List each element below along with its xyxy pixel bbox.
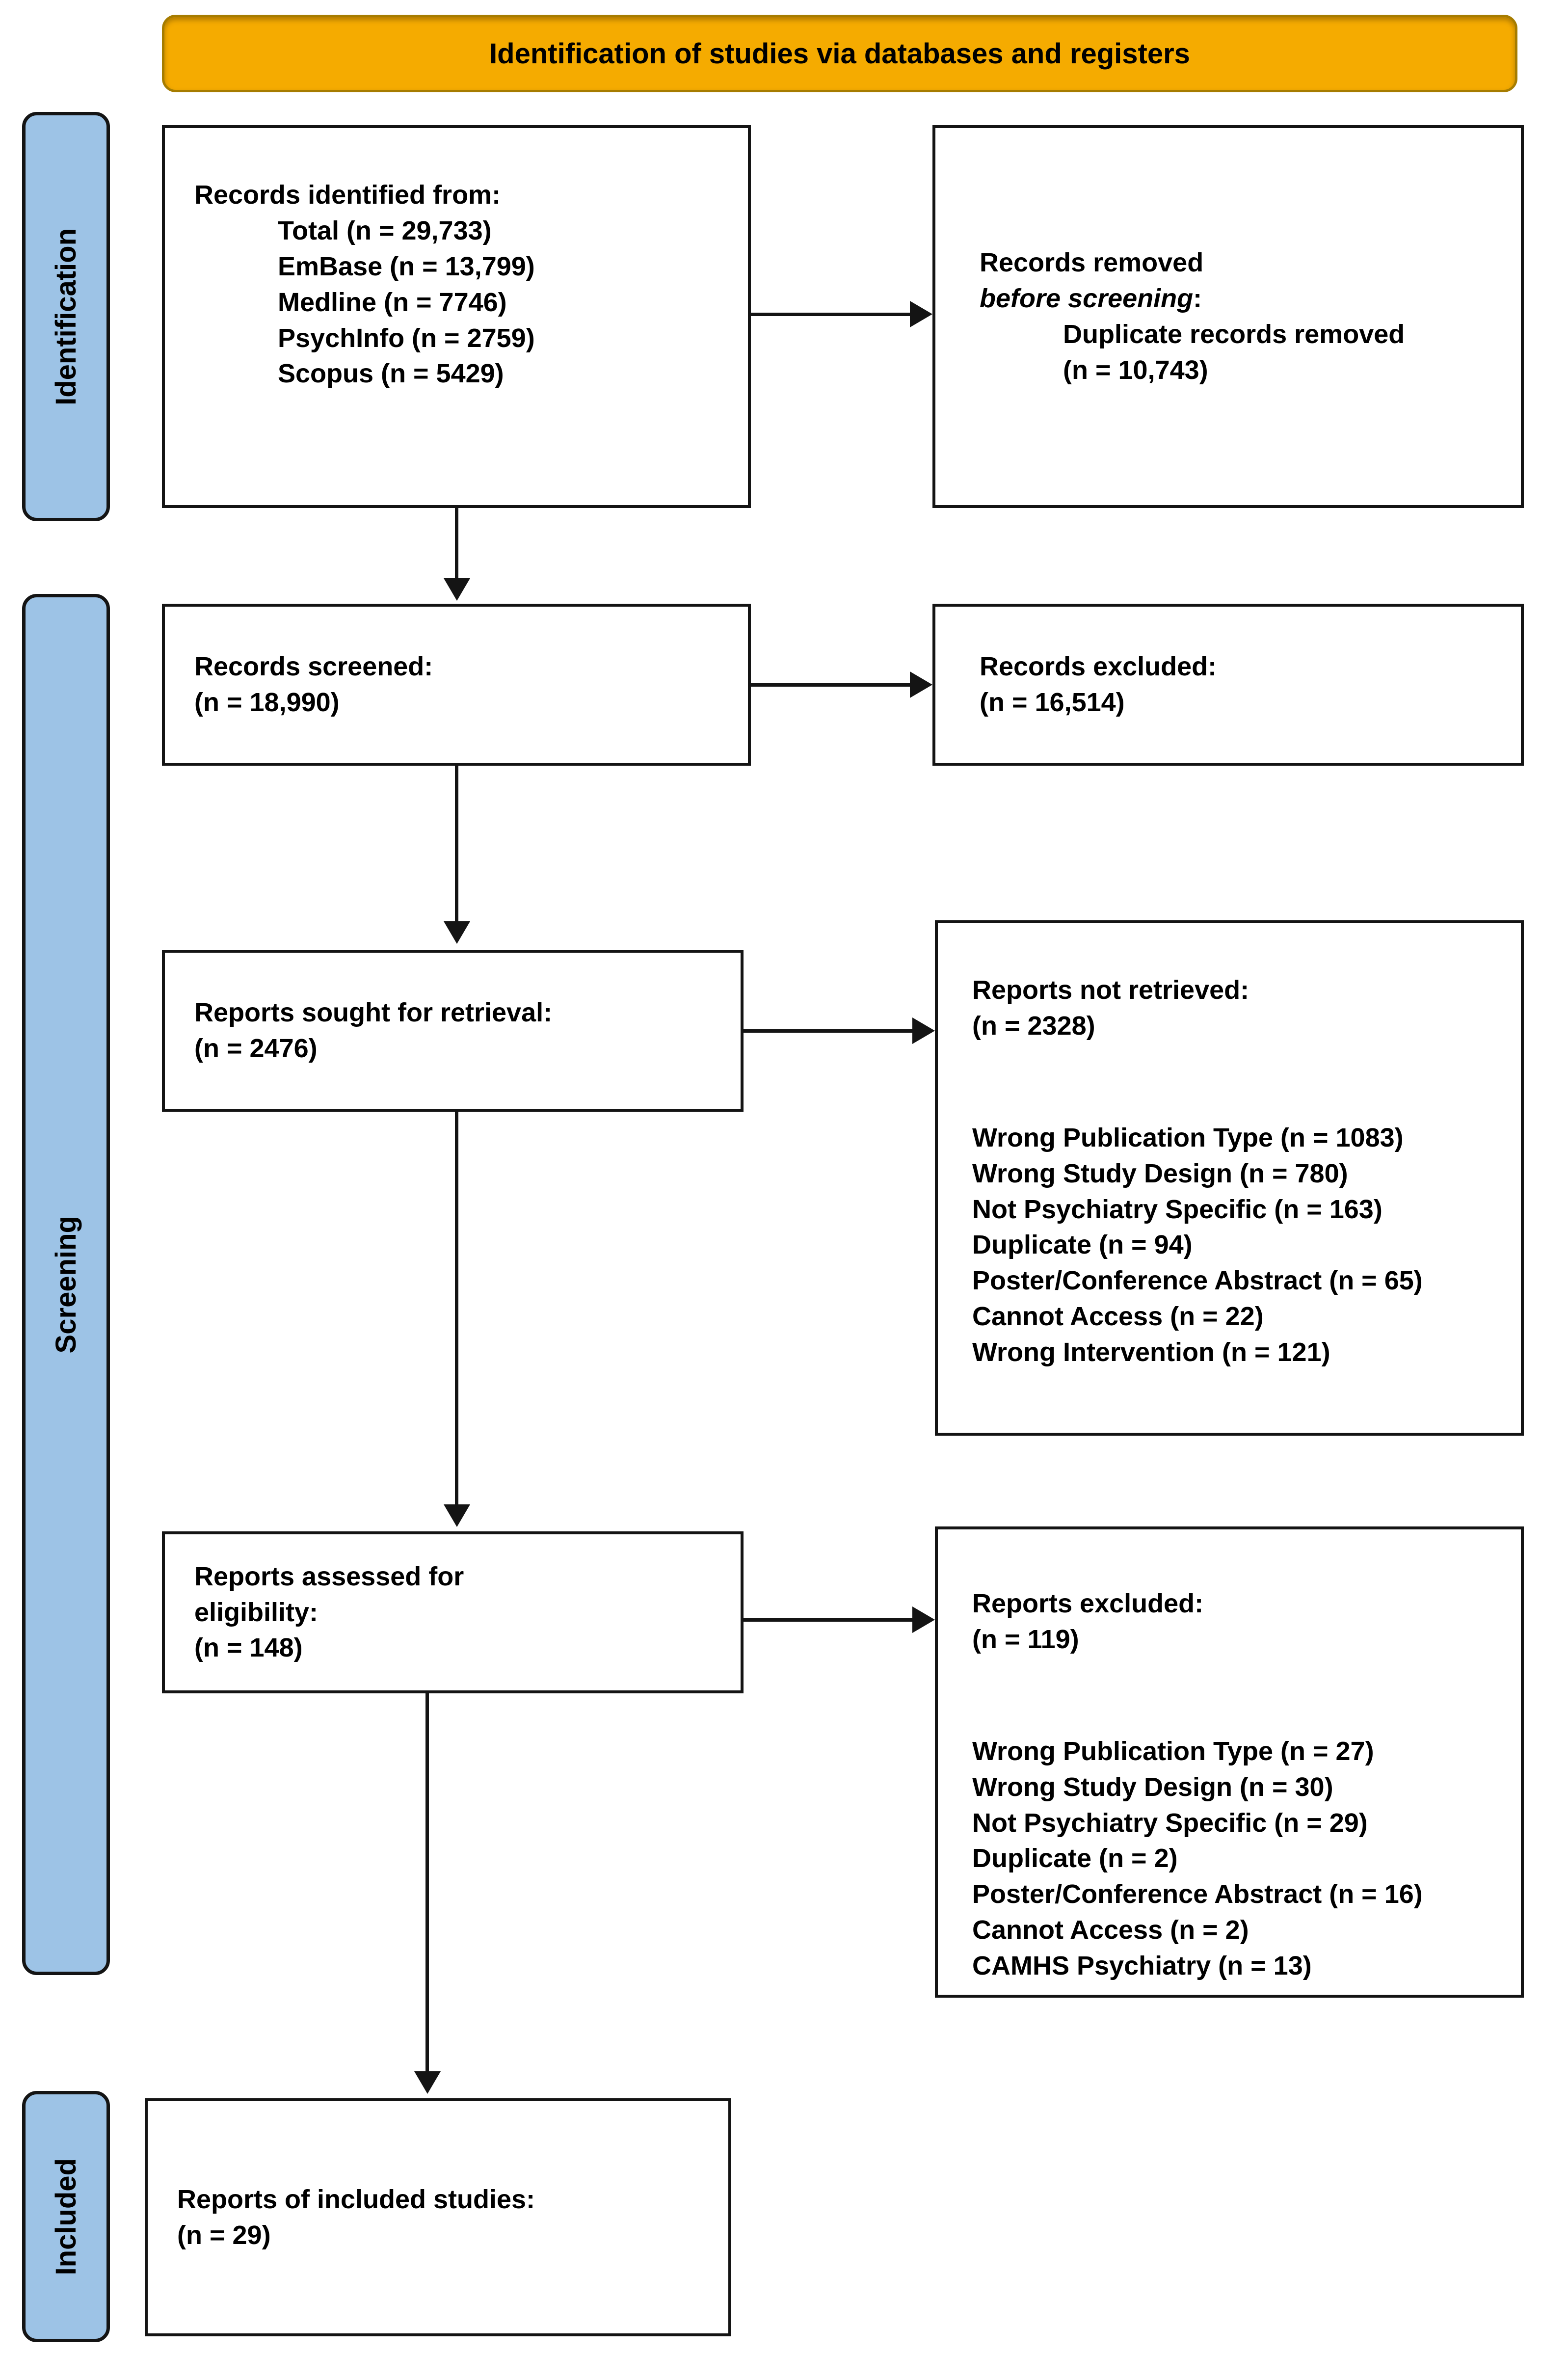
excluded-reason: Not Psychiatry Specific (n = 29) <box>972 1808 1368 1838</box>
excluded-reason: Duplicate (n = 2) <box>972 1844 1178 1873</box>
records-removed-colon: : <box>1193 284 1202 314</box>
excluded-reason: Cannot Access (n = 2) <box>972 1915 1249 1945</box>
arrow-shaft <box>751 683 912 687</box>
records-excluded-line1: Records excluded: <box>980 652 1217 682</box>
records-removed-detail1: Duplicate records removed <box>1063 320 1405 349</box>
sidebar-identification: Identification <box>22 112 110 521</box>
arrow-head-right-icon <box>912 1606 935 1633</box>
arrow-shaft <box>744 1618 914 1622</box>
records-removed-line1: Records removed <box>980 248 1204 278</box>
arrow-head-down-icon <box>444 1504 470 1527</box>
not-retrieved-reason: Wrong Intervention (n = 121) <box>972 1338 1330 1367</box>
not-retrieved-reason: Duplicate (n = 94) <box>972 1230 1193 1260</box>
arrow-shaft <box>455 766 458 924</box>
arrow-shaft <box>455 508 458 581</box>
records-identified-item: Medline (n = 7746) <box>278 287 507 317</box>
header-title: Identification of studies via databases … <box>489 37 1190 70</box>
records-screened-line1: Records screened: <box>194 652 433 682</box>
arrow-head-right-icon <box>910 671 932 698</box>
reports-not-retrieved-title: Reports not retrieved: <box>972 975 1249 1005</box>
excluded-reason: CAMHS Psychiatry (n = 13) <box>972 1951 1312 1981</box>
records-excluded-line2: (n = 16,514) <box>980 688 1125 717</box>
not-retrieved-reason: Poster/Conference Abstract (n = 65) <box>972 1266 1423 1296</box>
box-reports-assessed: Reports assessed for eligibility: (n = 1… <box>162 1531 744 1693</box>
arrow-shaft <box>751 313 912 316</box>
box-records-excluded: Records excluded: (n = 16,514) <box>932 604 1524 766</box>
included-studies-line2: (n = 29) <box>177 2220 271 2250</box>
not-retrieved-reason: Not Psychiatry Specific (n = 163) <box>972 1194 1382 1224</box>
records-identified-item: EmBase (n = 13,799) <box>278 251 535 281</box>
not-retrieved-reason: Wrong Publication Type (n = 1083) <box>972 1123 1404 1152</box>
box-reports-excluded: Reports excluded: (n = 119) Wrong Public… <box>935 1526 1524 1998</box>
box-records-identified: Records identified from: Total (n = 29,7… <box>162 125 751 508</box>
records-identified-item: PsychInfo (n = 2759) <box>278 323 535 353</box>
reports-assessed-line3: (n = 148) <box>194 1633 303 1663</box>
reports-not-retrieved-count: (n = 2328) <box>972 1011 1095 1041</box>
reports-excluded-count: (n = 119) <box>972 1624 1079 1654</box>
reports-sought-line1: Reports sought for retrieval: <box>194 998 553 1028</box>
records-removed-italic: before screening <box>980 284 1194 314</box>
arrow-head-down-icon <box>414 2071 441 2094</box>
box-included-studies: Reports of included studies: (n = 29) <box>145 2098 731 2336</box>
box-records-screened: Records screened: (n = 18,990) <box>162 604 751 766</box>
records-identified-item: Scopus (n = 5429) <box>278 359 504 389</box>
box-reports-not-retrieved: Reports not retrieved: (n = 2328) Wrong … <box>935 920 1524 1436</box>
records-identified-title: Records identified from: <box>194 180 501 210</box>
reports-assessed-line2: eligibility: <box>194 1597 319 1627</box>
sidebar-included: Included <box>22 2091 110 2342</box>
arrow-head-down-icon <box>444 921 470 944</box>
arrow-shaft <box>744 1029 914 1033</box>
sidebar-identification-label: Identification <box>50 228 82 405</box>
header-banner: Identification of studies via databases … <box>162 15 1517 92</box>
box-reports-sought: Reports sought for retrieval: (n = 2476) <box>162 950 744 1112</box>
records-screened-line2: (n = 18,990) <box>194 688 340 717</box>
not-retrieved-reason: Cannot Access (n = 22) <box>972 1302 1264 1332</box>
sidebar-screening-label: Screening <box>50 1215 82 1354</box>
sidebar-included-label: Included <box>50 2158 82 2275</box>
arrow-head-right-icon <box>912 1017 935 1044</box>
reports-excluded-title: Reports excluded: <box>972 1589 1204 1618</box>
not-retrieved-reason: Wrong Study Design (n = 780) <box>972 1158 1348 1188</box>
arrow-head-right-icon <box>910 301 932 327</box>
reports-assessed-line1: Reports assessed for <box>194 1561 464 1591</box>
sidebar-screening: Screening <box>22 594 110 1975</box>
included-studies-line1: Reports of included studies: <box>177 2184 535 2214</box>
excluded-reason: Wrong Publication Type (n = 27) <box>972 1736 1374 1766</box>
reports-sought-line2: (n = 2476) <box>194 1034 318 1063</box>
arrow-shaft <box>455 1112 458 1507</box>
excluded-reason: Wrong Study Design (n = 30) <box>972 1772 1333 1802</box>
records-identified-item: Total (n = 29,733) <box>278 215 492 245</box>
records-removed-line2: before screening: <box>980 281 1506 317</box>
box-records-removed: Records removed before screening: Duplic… <box>932 125 1524 508</box>
arrow-head-down-icon <box>444 578 470 601</box>
records-removed-detail2: (n = 10,743) <box>1063 355 1208 385</box>
excluded-reason: Poster/Conference Abstract (n = 16) <box>972 1879 1423 1909</box>
arrow-shaft <box>425 1693 429 2074</box>
